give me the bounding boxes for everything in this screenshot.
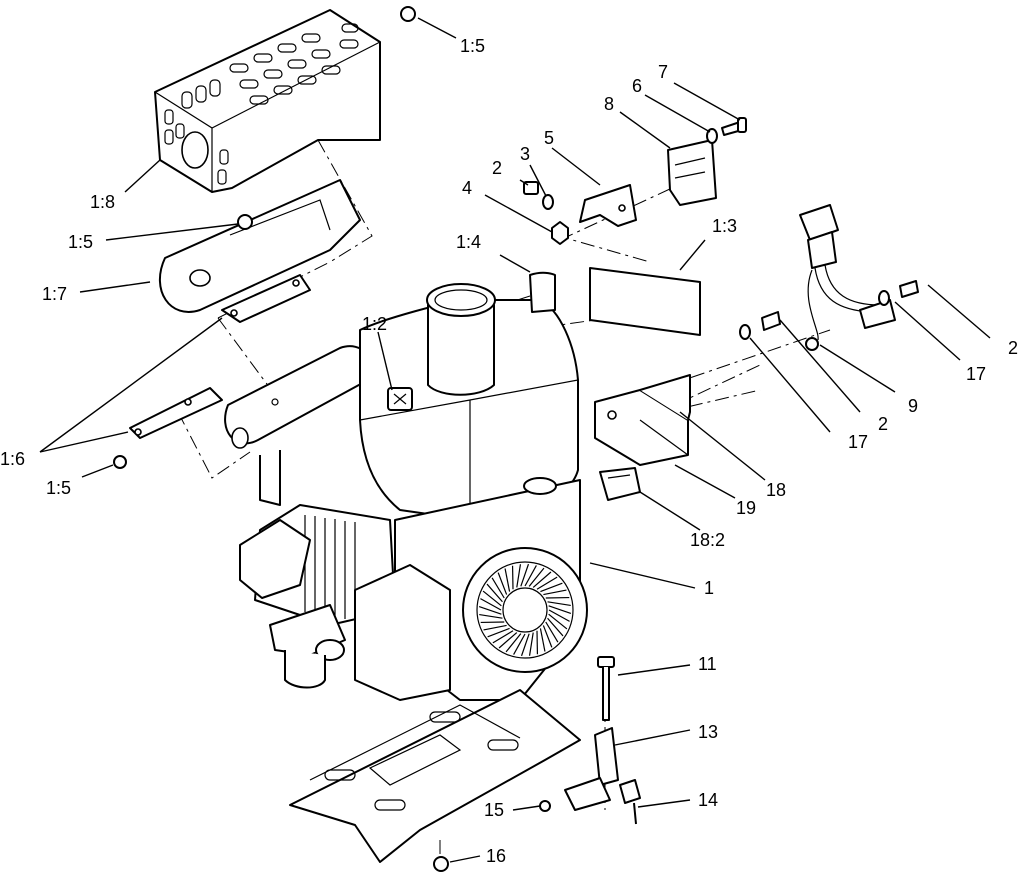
right-hardware	[739, 280, 919, 340]
muffler	[224, 345, 373, 506]
callout-screw-mid: 2	[878, 414, 888, 434]
callout-relay-18-2: 18:2	[690, 530, 725, 550]
callout-regulator-8: 8	[604, 94, 614, 114]
callout-labels: 1:5 1:8 1:5 1:7 1:6 1:5 1:2 1:4 1:3 2 3 …	[0, 36, 1018, 866]
callout-muffler-guard: 1:7	[42, 284, 67, 304]
callout-heat-shield-cap: 1:5	[460, 36, 485, 56]
callout-dipstick-label: 1:2	[362, 314, 387, 334]
mounting-plate	[289, 689, 581, 872]
relay	[599, 467, 641, 501]
callout-muffler-lower-bolt: 1:5	[46, 478, 71, 498]
callout-washer-top: 3	[520, 144, 530, 164]
heat-shield	[154, 6, 416, 193]
callout-bracket-18: 18	[766, 480, 786, 500]
callout-screw-top: 2	[492, 158, 502, 178]
bracket-18	[594, 374, 691, 466]
callout-bolt-11: 11	[698, 654, 717, 674]
callout-muffler-clamp-bolt: 1:5	[68, 232, 93, 252]
callout-strap-19: 19	[736, 498, 756, 518]
callout-nut-15: 15	[484, 800, 504, 820]
callout-wire-harness: 9	[908, 396, 918, 416]
callout-decal-1-3: 1:3	[712, 216, 737, 236]
callout-bracket-13: 13	[698, 722, 718, 742]
callout-nut-top: 4	[462, 178, 472, 198]
leader-lines	[39, 17, 991, 863]
callout-washer-right: 17	[966, 364, 986, 384]
regulator-assembly	[667, 117, 747, 206]
callout-engine: 1	[704, 578, 714, 598]
upper-bracket-hardware	[523, 181, 637, 245]
callout-screw-14: 14	[698, 790, 718, 810]
callout-washer-6: 6	[632, 76, 642, 96]
lower-hardware	[539, 656, 641, 825]
callout-heat-shield: 1:8	[90, 192, 115, 212]
muffler-guard	[159, 179, 361, 313]
callout-bolt-7: 7	[658, 62, 668, 82]
callout-muffler-brackets: 1:6	[0, 449, 25, 469]
decals	[529, 267, 701, 336]
callout-decal-1-4: 1:4	[456, 232, 481, 252]
callout-washer-mid: 17	[848, 432, 868, 452]
wire-harness	[799, 204, 896, 351]
callout-nut-16: 16	[486, 846, 506, 866]
engine	[239, 283, 588, 701]
callout-screw-right: 2	[1008, 338, 1018, 358]
muffler-brackets	[113, 274, 311, 469]
callout-bracket-top: 5	[544, 128, 554, 148]
